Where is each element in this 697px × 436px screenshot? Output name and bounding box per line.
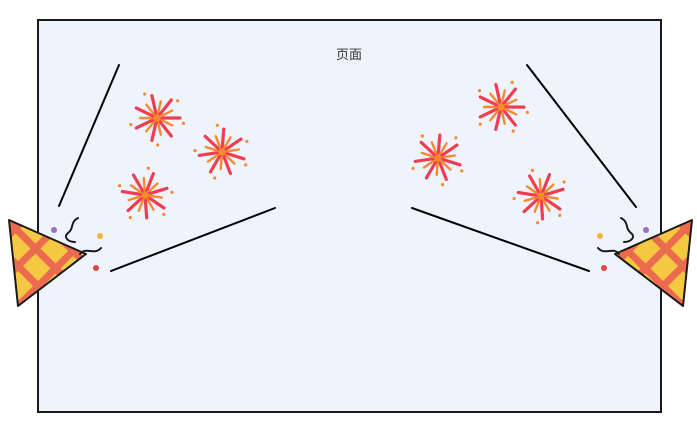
line-left-bottom bbox=[110, 207, 276, 272]
lines bbox=[58, 64, 637, 272]
line-left-top bbox=[58, 64, 120, 207]
page-title: 页面 bbox=[336, 48, 362, 63]
line-right-bottom bbox=[411, 207, 590, 272]
page-frame bbox=[37, 19, 662, 413]
firework-icon bbox=[129, 92, 186, 147]
firework-icon bbox=[512, 168, 566, 225]
fireworks-group bbox=[118, 80, 566, 225]
line-right-top bbox=[526, 64, 637, 208]
firework-icon bbox=[477, 80, 530, 133]
firework-icon bbox=[193, 123, 249, 180]
firework-icon bbox=[118, 166, 174, 220]
firework-icon bbox=[411, 133, 464, 187]
confetti-right bbox=[597, 217, 649, 271]
confetti-left bbox=[51, 217, 103, 271]
